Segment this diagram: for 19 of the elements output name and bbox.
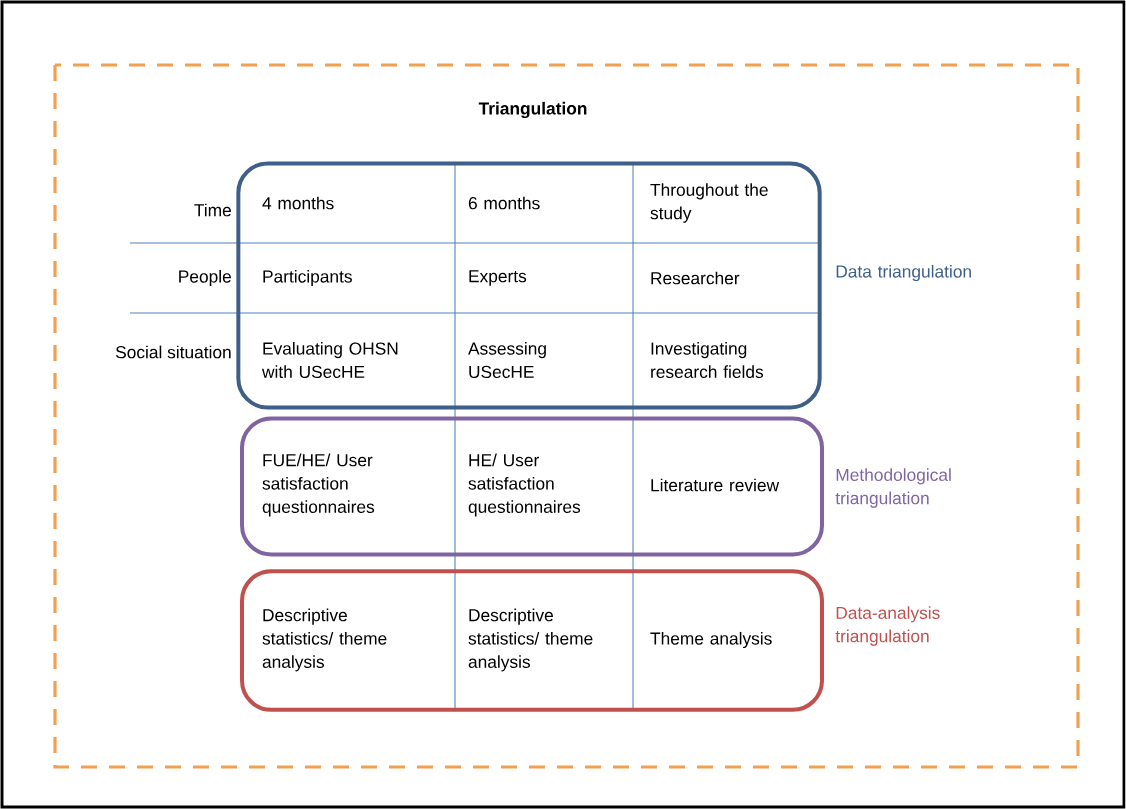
cell-text: Researcher [651,271,740,285]
cell-text: Participants [263,269,352,287]
title: Triangulation [478,101,587,119]
cell-text: 6 months [468,196,540,210]
side-label: Methodological triangulation [835,468,951,508]
cell-text: Theme analysis [650,631,772,649]
cell-text: Throughout the study [650,183,768,223]
cell-text: FUE/HE/ User satisfaction questionnaires [262,453,375,517]
cell-text: HE/ User satisfaction questionnaires [468,453,581,517]
cell-text: Evaluating OHSN with USecHE [262,341,398,379]
cell-text: Descriptive statistics/ theme analysis [468,608,593,672]
cell-text: Assessing USecHE [468,341,546,379]
cell-text: Experts [469,270,527,286]
cell-text: Descriptive statistics/ theme analysis [262,608,387,672]
cell-text: 4 months [262,196,334,210]
side-label: Data-analysis triangulation [835,606,940,646]
cell-text: Investigating research fields [651,341,764,379]
side-label: Data triangulation [836,264,971,282]
cell-text: Literature review [651,478,780,492]
